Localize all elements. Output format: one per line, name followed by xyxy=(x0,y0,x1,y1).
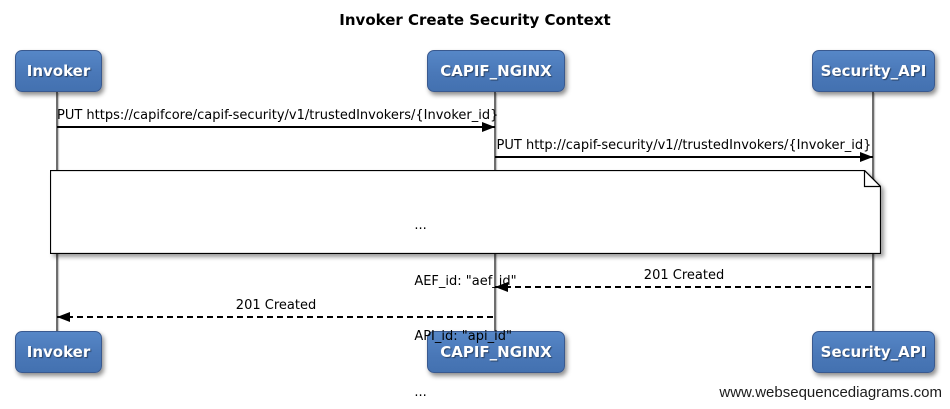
diagram-title: Invoker Create Security Context xyxy=(339,11,611,29)
actor-bottom-capif-nginx: CAPIF_NGINX xyxy=(427,331,565,373)
message-line xyxy=(57,122,495,132)
actor-top-invoker: Invoker xyxy=(15,50,102,92)
note-line: API_id: "api_id" xyxy=(414,329,512,344)
actor-bottom-security-api: Security_API xyxy=(812,331,935,373)
arrowhead-left-icon xyxy=(57,312,70,322)
note-line: AEF_id: "aef_id" xyxy=(414,273,517,289)
arrowhead-right-icon xyxy=(482,122,495,132)
footer-watermark: www.websequencediagrams.com xyxy=(719,384,942,401)
note-line: ... xyxy=(414,218,427,233)
message-label: 201 Created xyxy=(235,298,317,313)
message-201-created-to-invoker: 201 Created xyxy=(57,298,495,322)
arrowhead-left-icon xyxy=(495,282,508,292)
message-label: PUT https://capifcore/capif-security/v1/… xyxy=(57,108,499,123)
message-label: PUT http://capif-security/v1//trustedInv… xyxy=(496,138,872,153)
message-line xyxy=(57,312,495,322)
note: ... AEF_id: "aef_id" API_id: "api_id" ..… xyxy=(50,170,881,400)
message-put-trusted-invokers: PUT https://capifcore/capif-security/v1/… xyxy=(57,108,499,132)
note-shape xyxy=(50,170,881,254)
message-line xyxy=(495,282,873,292)
actor-top-security-api: Security_API xyxy=(812,50,935,92)
actor-top-capif-nginx: CAPIF_NGINX xyxy=(427,50,565,92)
actor-bottom-invoker: Invoker xyxy=(15,331,102,373)
message-201-created-to-nginx: 201 Created xyxy=(495,268,873,292)
note-text: ... AEF_id: "aef_id" API_id: "api_id" ..… xyxy=(50,180,881,409)
arrowhead-right-icon xyxy=(860,152,873,162)
message-label: 201 Created xyxy=(643,268,725,283)
note-line: ... xyxy=(414,384,427,400)
message-line xyxy=(495,152,873,162)
message-put-security-context: PUT http://capif-security/v1//trustedInv… xyxy=(495,138,873,162)
